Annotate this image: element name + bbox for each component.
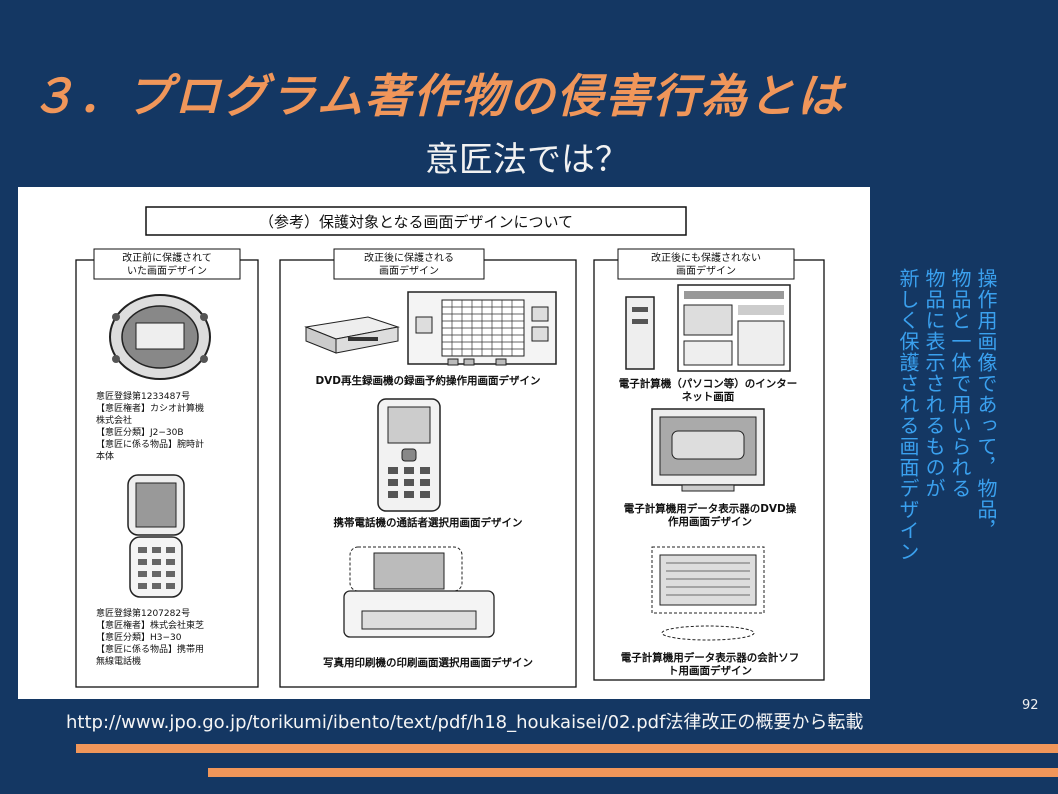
- watch-text-5: 【意匠に係る物品】腕時計: [96, 438, 204, 450]
- phone-text-4: 【意匠に係る物品】携帯用: [96, 643, 204, 655]
- accent-rule-top: [76, 744, 1058, 753]
- watch-illustration: [110, 295, 210, 379]
- right-caption-dvd-1: 電子計算機用データ表示器のDVD操: [624, 502, 797, 515]
- right-label-1: 改正後にも保護されない: [651, 251, 761, 264]
- side-note-line-2: 物品と一体で用いられる: [948, 268, 972, 608]
- watch-text-2: 【意匠権者】カシオ計算機: [96, 402, 204, 414]
- right-caption-acc-2: ト用画面デザイン: [668, 664, 752, 677]
- middle-label-2: 画面デザイン: [379, 264, 439, 277]
- right-caption-dvd-2: 作用画面デザイン: [668, 515, 752, 528]
- figure-panel: （参考）保護対象となる画面デザインについて 改正前に保護されて いた画面デザイン…: [18, 187, 870, 699]
- middle-caption-phone: 携帯電話機の通話者選択用画面デザイン: [334, 516, 523, 529]
- watch-text-3: 株式会社: [96, 414, 132, 426]
- phone-text-2: 【意匠権者】株式会社東芝: [96, 619, 204, 631]
- watch-text-1: 意匠登録第1233487号: [96, 390, 190, 402]
- side-note-line-1: 操作用画像であって，物品，: [974, 268, 998, 608]
- phone-text-3: 【意匠分類】H3−30: [96, 631, 182, 643]
- reservation-screen-illustration: [408, 292, 556, 365]
- mobile-phone-illustration: [378, 399, 440, 511]
- page-number: 92: [1022, 698, 1039, 713]
- flip-phone-illustration: [128, 475, 184, 597]
- right-caption-acc-1: 電子計算機用データ表示器の会計ソフ: [621, 651, 800, 664]
- photo-printer-illustration: [344, 547, 494, 637]
- right-caption-pc-1: 電子計算機（パソコン等）のインター: [619, 377, 798, 390]
- side-note-line-3: 物品に表示されるものが: [922, 268, 946, 608]
- figure-heading: （参考）保護対象となる画面デザインについて: [259, 213, 573, 231]
- right-caption-pc-2: ネット画面: [682, 391, 735, 403]
- slide-subtitle: 意匠法では？: [425, 132, 629, 181]
- watch-text-6: 本体: [96, 450, 114, 462]
- accent-rule-bottom: [208, 768, 1058, 777]
- monitor-accounting-illustration: [652, 547, 764, 640]
- middle-caption-printer: 写真用印刷機の印刷画面選択用画面デザイン: [323, 656, 533, 669]
- slide-title: ３．プログラム著作物の侵害行為とは: [30, 60, 845, 126]
- left-label-2: いた画面デザイン: [127, 264, 207, 277]
- phone-text-1: 意匠登録第1207282号: [96, 607, 190, 619]
- monitor-dvd-illustration: [652, 409, 764, 491]
- side-note-line-4: 新しく保護される画面デザイン: [896, 268, 920, 608]
- middle-label-1: 改正後に保護される: [364, 251, 454, 264]
- middle-caption-dvd: DVD再生録画機の録画予約操作用画面デザイン: [315, 374, 540, 387]
- left-label-1: 改正前に保護されて: [122, 251, 212, 264]
- dvd-recorder-illustration: [306, 317, 398, 353]
- figure-illustration: （参考）保護対象となる画面デザインについて 改正前に保護されて いた画面デザイン…: [18, 187, 870, 699]
- phone-text-5: 無線電話機: [96, 655, 141, 667]
- pc-illustration: [626, 285, 790, 371]
- right-label-2: 画面デザイン: [676, 264, 736, 277]
- source-link[interactable]: http://www.jpo.go.jp/torikumi/ibento/tex…: [66, 708, 863, 734]
- watch-text-4: 【意匠分類】J2−30B: [96, 426, 184, 438]
